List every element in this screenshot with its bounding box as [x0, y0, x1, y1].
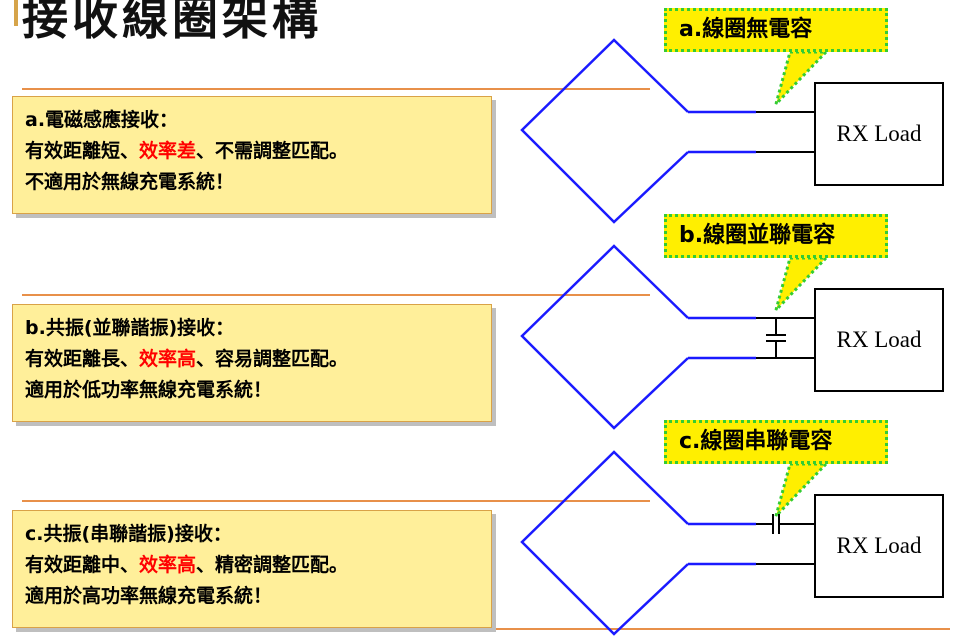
coil-loop-b [520, 244, 689, 430]
efficiency-highlight: 效率高 [139, 348, 197, 370]
coil-circuit-a [520, 38, 830, 224]
description-box-c: c.共振(串聯諧振)接收： 有效距離中、效率高、精密調整匹配。 適用於高功率無線… [12, 510, 492, 628]
callout-pointer-a [774, 50, 830, 106]
description-line: 不適用於無線充電系統！ [25, 171, 235, 193]
description-heading: c.共振(串聯諧振)接收： [25, 523, 232, 545]
separator-a [22, 88, 650, 90]
rx-load-box-b: RX Load [814, 288, 944, 392]
description-line: 有效距離長、效率高、容易調整匹配。 [25, 348, 349, 370]
description-box-a: a.電磁感應接收： 有效距離短、效率差、不需調整匹配。 不適用於無線充電系統！ [12, 96, 492, 214]
description-box-b: b.共振(並聯諧振)接收： 有效距離長、效率高、容易調整匹配。 適用於低功率無線… [12, 304, 492, 422]
description-line: 有效距離中、效率高、精密調整匹配。 [25, 554, 349, 576]
efficiency-highlight: 效率高 [139, 554, 197, 576]
coil-loop-a [520, 38, 689, 224]
separator-bottom [40, 628, 950, 630]
separator-b [22, 294, 650, 296]
callout-pointer-b [774, 256, 830, 312]
callout-a: a.線圈無電容 [664, 8, 888, 52]
coil-circuit-b [520, 244, 830, 430]
description-line: 有效距離短、效率差、不需調整匹配。 [25, 140, 349, 162]
description-heading: a.電磁感應接收： [25, 109, 179, 131]
callout-b: b.線圈並聯電容 [664, 214, 888, 258]
title-accent-bar [14, 0, 18, 26]
rx-load-box-a: RX Load [814, 82, 944, 186]
description-heading: b.共振(並聯諧振)接收： [25, 317, 235, 339]
page-title: 接收線圈架構 [22, 0, 322, 45]
description-line: 適用於低功率無線充電系統！ [25, 379, 273, 401]
callout-pointer-c [774, 462, 830, 518]
callout-c: c.線圈串聯電容 [664, 420, 888, 464]
rx-load-box-c: RX Load [814, 494, 944, 598]
description-line: 適用於高功率無線充電系統！ [25, 585, 273, 607]
coil-loop-c [520, 450, 689, 636]
efficiency-highlight: 效率差 [139, 140, 197, 162]
separator-c [22, 500, 650, 502]
coil-circuit-c [520, 450, 830, 636]
